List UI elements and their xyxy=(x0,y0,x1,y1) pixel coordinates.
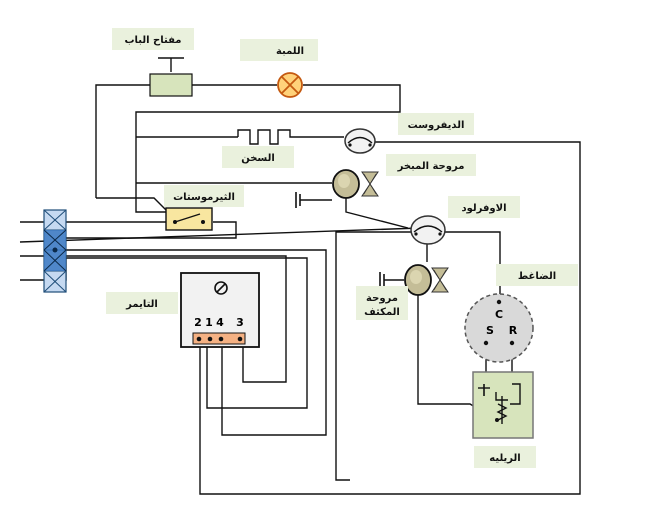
relay-icon xyxy=(472,371,534,439)
defrost-label-bg xyxy=(398,113,474,135)
timer-label-bg xyxy=(106,292,178,314)
defrost-label: الديفروست xyxy=(408,120,465,131)
thermostat-icon xyxy=(165,207,213,231)
timer-icon xyxy=(180,272,260,348)
ground-symbol-cond xyxy=(379,272,385,288)
wire-conn-2 xyxy=(19,227,421,243)
evap-fan-label-bg xyxy=(386,154,476,176)
cond-fan-label-2: المكثف xyxy=(364,307,400,318)
cond-fan-label-bg xyxy=(356,286,408,320)
thermostat-label-bg xyxy=(164,185,244,207)
timer-terminal-3: 3 xyxy=(236,316,244,329)
wire-defrost-right xyxy=(199,141,581,495)
timer-terminal-4: 4 xyxy=(216,316,224,329)
ground-symbol-evap xyxy=(295,192,301,208)
heater-label: السخن xyxy=(241,153,275,164)
terminal-connector-block xyxy=(43,209,67,293)
door-switch xyxy=(149,57,193,97)
cond-fan-label-1: مروحة xyxy=(366,293,398,304)
lamp-label: اللمبة xyxy=(276,46,304,57)
wire-overload-left xyxy=(335,231,412,481)
wire-lamp-return xyxy=(135,84,401,213)
wire-main-line xyxy=(96,197,169,213)
thermostat-label: الثيرموستات xyxy=(173,192,235,203)
overload-label-bg xyxy=(448,196,520,218)
overload-icon xyxy=(410,215,446,245)
door-switch-label-bg xyxy=(112,28,194,50)
compressor-label-bg xyxy=(496,264,578,286)
timer-terminal-2: 2 xyxy=(194,316,202,329)
relay-label: الريليه xyxy=(489,453,520,464)
compressor-terminal-s: S xyxy=(486,324,494,337)
wire-conn-5 xyxy=(66,249,327,436)
wire-heater-symbol xyxy=(237,129,344,145)
compressor-terminal-c: C xyxy=(495,308,503,321)
defrost-bimetal-icon xyxy=(344,128,376,154)
heater-label-bg xyxy=(222,146,294,168)
wire-conn-3 xyxy=(20,255,287,383)
compressor-label: الضاغط xyxy=(518,271,556,282)
timer-terminal-1: 1 xyxy=(205,316,213,329)
lamp-icon xyxy=(277,72,303,98)
compressor-icon xyxy=(464,293,534,363)
compressor-terminal-r: R xyxy=(509,324,518,337)
condenser-fan-icon xyxy=(379,264,449,296)
lamp-label-bg xyxy=(240,39,318,61)
overload-label: الاوفرلود xyxy=(461,203,506,214)
wire-lamp-line xyxy=(95,84,150,198)
wire-evap-fan-down xyxy=(345,198,409,229)
wire-overload-right xyxy=(445,231,501,300)
relay-label-bg xyxy=(474,446,536,468)
evap-fan-label: مروحة المبخر xyxy=(397,161,465,172)
door-switch-label: مفتاح الباب xyxy=(125,35,182,46)
evaporator-fan-icon xyxy=(295,169,379,208)
timer-label: التايمر xyxy=(125,299,158,310)
